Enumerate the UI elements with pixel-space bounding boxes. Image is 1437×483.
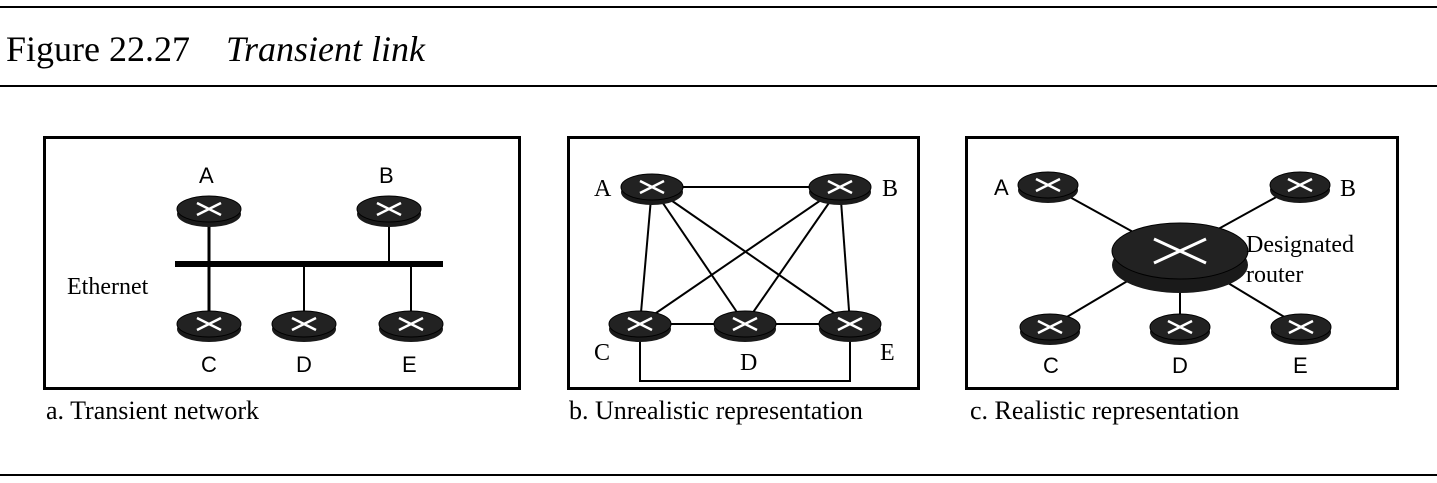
- router-label-b: B: [379, 163, 394, 188]
- bottom-rule: [0, 474, 1437, 476]
- router-label-c: C: [1043, 353, 1059, 378]
- router-label-c: C: [594, 340, 611, 366]
- router-icon: [176, 310, 242, 342]
- designated-router-label: router: [1246, 262, 1304, 288]
- router-label-a: A: [594, 176, 612, 202]
- router-icon: [271, 310, 337, 342]
- router-label-b: B: [882, 176, 899, 202]
- transient-network-diagram: [175, 195, 444, 342]
- figure-caption: Transient link: [226, 29, 426, 69]
- panel-realistic-representation: A B C D E Designated router: [965, 136, 1399, 390]
- router-icon: [378, 310, 444, 342]
- panel-transient-network: A B C D E Ethernet: [43, 136, 521, 390]
- link-b-e: [839, 186, 851, 325]
- router-icon: [1269, 171, 1331, 203]
- router-label-a: A: [199, 163, 214, 188]
- panel-c-caption: c. Realistic representation: [970, 396, 1240, 425]
- router-icon: [818, 310, 882, 342]
- panel-a-caption: a. Transient network: [46, 396, 260, 425]
- router-icon: [356, 195, 422, 227]
- router-label-c: C: [201, 352, 217, 377]
- designated-router-icon: [1111, 222, 1249, 293]
- router-label-d: D: [740, 350, 758, 376]
- link-b-d: [744, 186, 841, 325]
- figure-title: Figure 22.27 Transient link: [6, 28, 425, 70]
- figure-number: Figure 22.27: [6, 29, 190, 69]
- panel-unrealistic-representation: A B C D E: [567, 136, 920, 390]
- router-icon: [608, 310, 672, 342]
- link-a-c: [639, 186, 653, 325]
- link-a-e: [651, 186, 851, 325]
- realistic-representation-diagram: [1017, 171, 1332, 345]
- router-icon: [620, 173, 684, 205]
- router-icon: [808, 173, 872, 205]
- link-a-d: [651, 186, 746, 325]
- router-icon: [1149, 313, 1211, 345]
- router-label-e: E: [1293, 353, 1308, 378]
- router-label-b: B: [1340, 176, 1357, 202]
- router-label-e: E: [402, 352, 417, 377]
- designated-router-label: Designated: [1246, 232, 1354, 258]
- link-c-e: [639, 324, 851, 382]
- title-rule: [0, 85, 1437, 87]
- link-b-c: [639, 186, 841, 325]
- router-icon: [713, 310, 777, 342]
- ethernet-label: Ethernet: [67, 274, 149, 300]
- router-label-a: A: [994, 175, 1009, 200]
- router-icon: [1017, 171, 1079, 203]
- top-rule: [0, 6, 1437, 8]
- router-icon: [1019, 313, 1081, 345]
- router-label-d: D: [296, 352, 312, 377]
- router-icon: [176, 195, 242, 227]
- router-label-e: E: [880, 340, 895, 366]
- unrealistic-representation-diagram: [608, 173, 882, 382]
- router-icon: [1270, 313, 1332, 345]
- panel-b-caption: b. Unrealistic representation: [569, 396, 863, 425]
- router-label-d: D: [1172, 353, 1188, 378]
